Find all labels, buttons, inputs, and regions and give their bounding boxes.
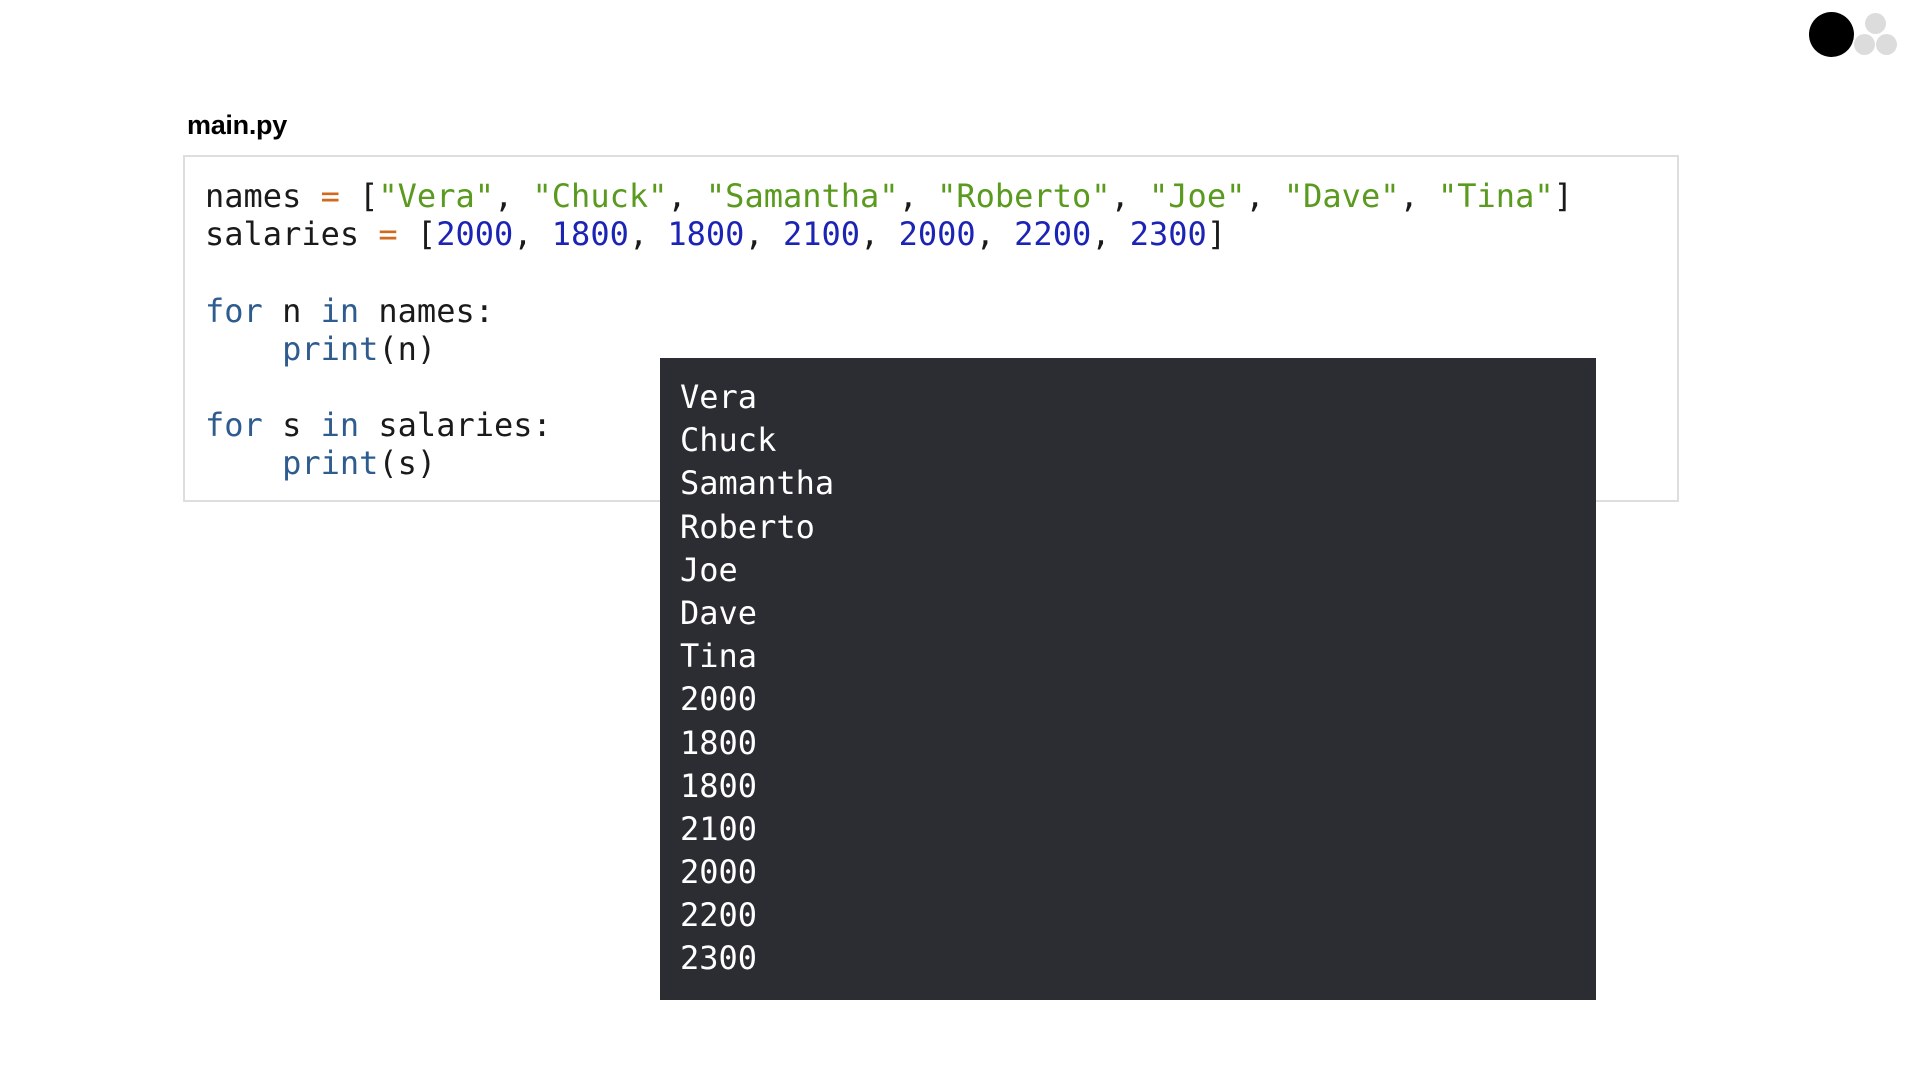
code-token: "Samantha" xyxy=(705,177,899,215)
code-token xyxy=(205,330,282,368)
code-token: names: xyxy=(359,291,494,330)
code-token: 2200 xyxy=(1014,215,1092,254)
code-token: "Dave" xyxy=(1283,177,1400,215)
code-token: , xyxy=(975,215,1015,254)
code-token: 2000 xyxy=(436,215,514,254)
code-token: for xyxy=(205,291,263,330)
code-line xyxy=(205,253,1573,291)
code-token: 2300 xyxy=(1129,215,1207,254)
code-token: , xyxy=(513,215,552,254)
code-token: print xyxy=(282,329,379,368)
code-token: 1800 xyxy=(551,215,629,254)
code-token: n xyxy=(262,291,321,330)
code-token: names xyxy=(205,177,321,215)
dots-logo-icon xyxy=(1809,8,1920,60)
console-output-line: Chuck xyxy=(680,421,777,460)
console-output-line: 1800 xyxy=(680,723,758,762)
code-token: , xyxy=(493,177,533,215)
code-token: , xyxy=(860,215,899,254)
code-token: in xyxy=(320,291,360,330)
code-token: , xyxy=(1110,177,1150,215)
code-token: , xyxy=(667,177,706,215)
code-token: , xyxy=(1245,177,1284,215)
console-output-line: Samantha xyxy=(680,464,835,503)
code-token: "Vera" xyxy=(378,177,494,215)
code-token: 2000 xyxy=(898,215,976,254)
code-token: in xyxy=(320,406,360,445)
code-token: for xyxy=(205,406,263,445)
code-token: "Roberto" xyxy=(937,177,1111,215)
code-line: for s in salaries: xyxy=(205,406,1573,444)
code-token: , xyxy=(744,215,783,254)
code-token: "Chuck" xyxy=(532,177,668,215)
console-output-line: 1800 xyxy=(680,766,758,805)
code-token: 2100 xyxy=(782,215,861,254)
code-token: [ xyxy=(397,215,437,254)
code-token: , xyxy=(628,215,668,254)
console-output-line: 2000 xyxy=(680,680,758,719)
code-token: salaries: xyxy=(359,406,552,445)
console-output-line: 2000 xyxy=(680,853,758,892)
code-line: salaries = [2000, 1800, 1800, 2100, 2000… xyxy=(205,215,1573,253)
code-line: names = ["Vera", "Chuck", "Samantha", "R… xyxy=(205,177,1573,215)
code-line: print(n) xyxy=(205,330,1573,368)
file-name-label: main.py xyxy=(187,110,287,140)
console-output-line: 2100 xyxy=(680,809,758,848)
code-token xyxy=(205,444,282,482)
code-token: [ xyxy=(339,177,379,215)
code-token: ] xyxy=(1206,215,1227,254)
code-token: , xyxy=(1399,177,1438,215)
console-output-line: Vera xyxy=(680,378,758,416)
code-token: salaries xyxy=(205,215,379,254)
code-token: ] xyxy=(1553,177,1573,215)
code-token: (n) xyxy=(378,329,437,368)
code-token: print xyxy=(282,444,379,483)
console-output-line: Dave xyxy=(680,593,758,632)
code-token: "Tina" xyxy=(1438,177,1554,215)
code-area[interactable]: names = ["Vera", "Chuck", "Samantha", "R… xyxy=(205,177,1573,483)
console-output-line: 2300 xyxy=(680,939,758,978)
console-output-line: 2200 xyxy=(680,896,758,935)
code-line: for n in names: xyxy=(205,292,1573,330)
code-token: "Joe" xyxy=(1149,177,1246,215)
code-line: print(s) xyxy=(205,444,1573,482)
code-token: s xyxy=(262,406,321,445)
code-token: 1800 xyxy=(667,215,745,254)
code-token: , xyxy=(1091,215,1130,254)
console-output-line: Roberto xyxy=(680,507,815,546)
code-token: = xyxy=(378,215,398,254)
code-token: = xyxy=(320,177,340,215)
console-output-line: Joe xyxy=(680,550,738,589)
code-token: (s) xyxy=(378,444,437,483)
console-output-line: Tina xyxy=(680,637,758,676)
code-token: , xyxy=(898,177,938,215)
